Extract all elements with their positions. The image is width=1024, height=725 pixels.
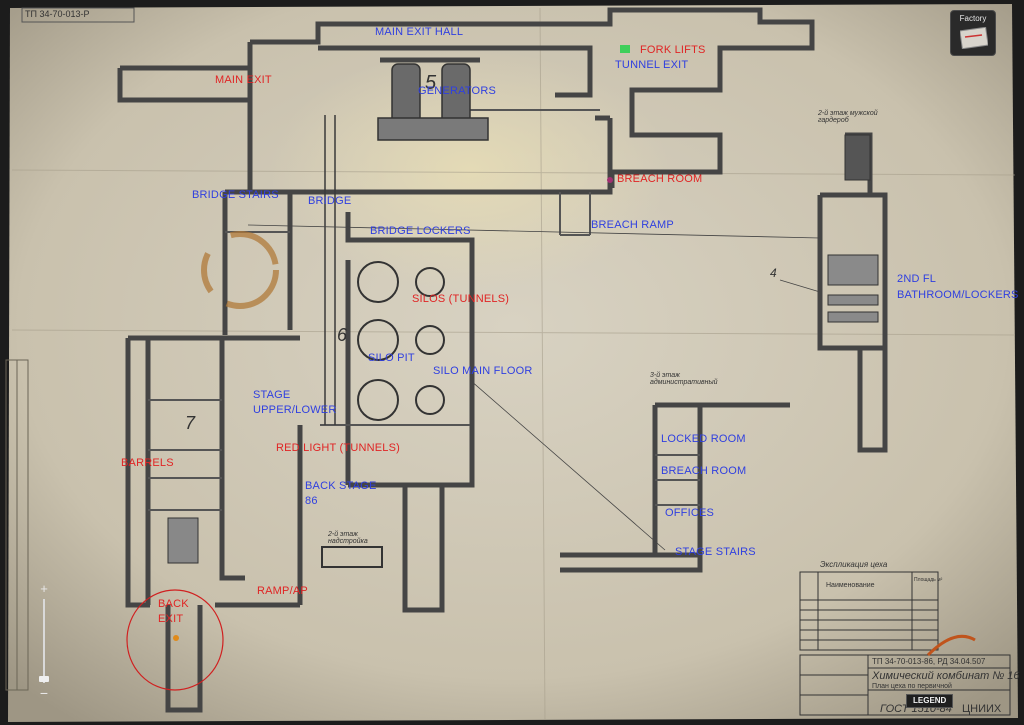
breach-marker (607, 177, 613, 183)
plan-subtitle: План цеха по первичной (872, 683, 952, 690)
paper-sheet (8, 4, 1018, 722)
zoom-slider-track[interactable] (43, 599, 45, 683)
interior-lines (148, 109, 700, 511)
label-main-exit[interactable]: MAIN EXIT (215, 74, 272, 86)
label-silo-pit[interactable]: SILO PIT (368, 352, 415, 364)
label-offices[interactable]: OFFICES (665, 507, 715, 519)
zoom-in-button[interactable]: + (40, 581, 48, 596)
label-breach-room-top[interactable]: BREACH ROOM (617, 173, 703, 185)
red-mark (926, 634, 976, 657)
zoom-slider-thumb[interactable] (39, 676, 49, 682)
generators (377, 63, 489, 141)
note-stage-floor: 2-й этаж надстройка (328, 531, 368, 545)
label-breach-ramp[interactable]: BREACH RAMP (591, 219, 674, 231)
room-number-4: 4 (770, 266, 777, 280)
leader-lines (247, 224, 821, 551)
label-red-light-tunnels[interactable]: RED LIGHT (TUNNELS) (276, 442, 400, 454)
label-breach-room-admin[interactable]: BREACH ROOM (661, 465, 747, 477)
label-bridge[interactable]: BRIDGE (308, 195, 352, 207)
doc-code: ТП 34-70-013-86, РД 34.04.507 (872, 657, 986, 666)
label-bathroom-lockers[interactable]: BATHROOM/LOCKERS (897, 289, 1019, 301)
stage-bench (321, 546, 383, 568)
label-2nd-fl[interactable]: 2ND FL (897, 273, 937, 285)
title-block (799, 654, 1011, 716)
label-back-stage[interactable]: BACK STAGE (305, 480, 377, 492)
zoom-control[interactable]: + − (36, 581, 52, 705)
room-number-6: 6 (337, 325, 348, 345)
forklift-marker (620, 45, 630, 53)
label-main-exit-hall[interactable]: MAIN EXIT HALL (375, 26, 464, 38)
label-locked-room[interactable]: LOCKED ROOM (661, 433, 746, 445)
map-selector-button[interactable]: Factory (950, 10, 996, 56)
label-stage-stairs[interactable]: STAGE STAIRS (675, 546, 756, 558)
label-barrels[interactable]: BARRELS (121, 457, 174, 469)
walls (117, 7, 888, 713)
label-stage[interactable]: STAGE (253, 389, 291, 401)
coffee-stain (201, 231, 279, 309)
legend-button[interactable]: LEGEND (906, 694, 954, 708)
plant-name: Химический комбинат № 16 (872, 670, 1020, 682)
label-fork-lifts[interactable]: FORK LIFTS (640, 44, 706, 56)
note-2nd-floor: 2-й этаж мужской гардероб (818, 110, 878, 124)
map-thumbnail-icon (960, 27, 988, 49)
conveyor-track (324, 115, 336, 425)
label-bridge-stairs[interactable]: BRIDGE STAIRS (192, 189, 279, 201)
legend-col-area: Площадь м² (914, 577, 943, 583)
map-selector-label: Factory (959, 14, 987, 23)
legend-col-name: Наименование (826, 582, 875, 589)
silos (357, 261, 445, 421)
margin-strip (5, 359, 29, 691)
note-3rd-floor: 3-й этаж административный (650, 372, 718, 386)
label-ramp-ap[interactable]: RAMP/AP (257, 585, 308, 597)
label-bridge-lockers[interactable]: BRIDGE LOCKERS (370, 225, 471, 237)
corner-code-box (21, 7, 135, 23)
room-number-7: 7 (185, 413, 196, 433)
legend-table-title: Экспликация цеха (820, 560, 888, 569)
org-name: ЦНИИХ (962, 703, 1002, 715)
room-number-5: 5 (425, 72, 437, 94)
label-silo-main-floor[interactable]: SILO MAIN FLOOR (433, 365, 533, 377)
label-silos-tunnels[interactable]: SILOS (TUNNELS) (412, 293, 510, 305)
label-back-exit-1[interactable]: BACK (158, 598, 189, 610)
corner-code: ТП 34-70-013-Р (25, 9, 90, 19)
lockers-2nd-fl (827, 134, 879, 323)
label-back-stage-86[interactable]: 86 (305, 495, 318, 507)
label-stage-upper-lower[interactable]: UPPER/LOWER (253, 404, 337, 416)
exit-marker (173, 635, 179, 641)
label-generators[interactable]: GENERATORS (418, 85, 496, 97)
zoom-out-button[interactable]: − (39, 685, 49, 701)
label-tunnel-exit[interactable]: TUNNEL EXIT (615, 59, 689, 71)
back-exit-circle (126, 589, 224, 691)
label-back-exit-2[interactable]: EXIT (158, 613, 184, 625)
explication-table (799, 571, 939, 651)
barrel-pallet (167, 517, 199, 564)
